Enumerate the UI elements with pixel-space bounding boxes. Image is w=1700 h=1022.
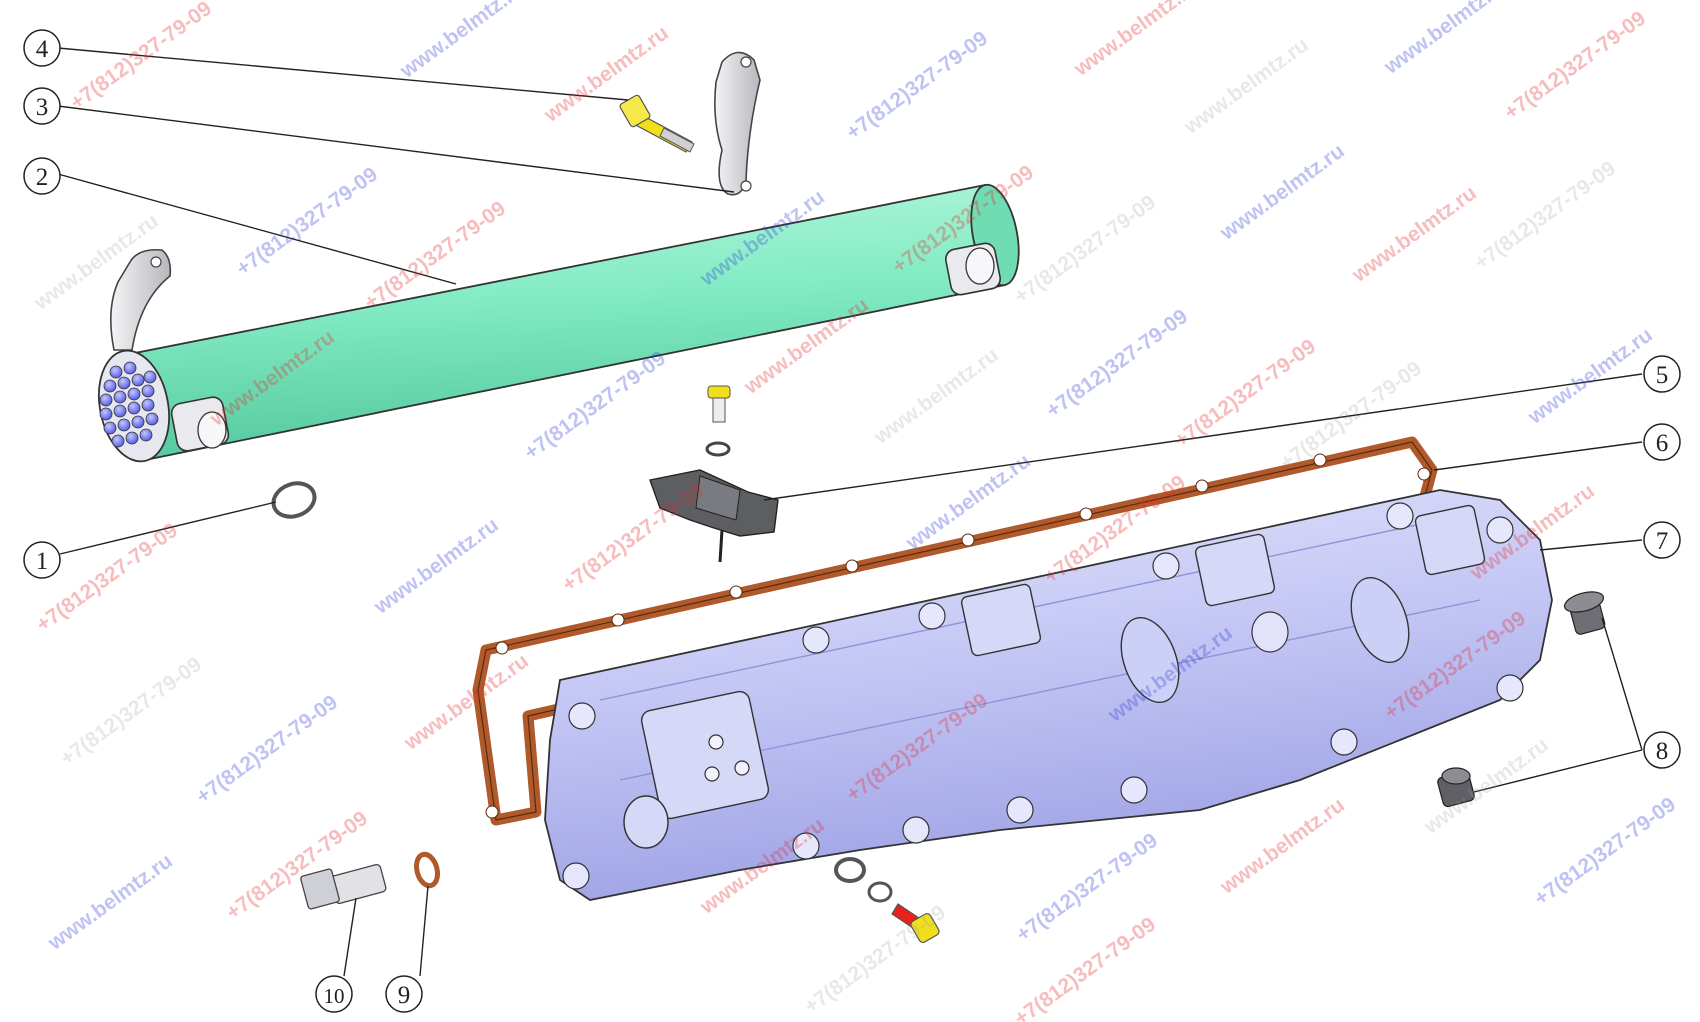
callout-7: 7 bbox=[1643, 521, 1681, 559]
callout-label: 1 bbox=[36, 548, 49, 575]
callout-1: 1 bbox=[23, 541, 61, 579]
o-ring bbox=[271, 481, 317, 519]
callout-9: 9 bbox=[385, 975, 423, 1013]
callout-10: 10 bbox=[315, 975, 353, 1013]
callout-5: 5 bbox=[1643, 355, 1681, 393]
callout-label: 5 bbox=[1656, 362, 1669, 389]
callout-label: 8 bbox=[1656, 738, 1669, 765]
callout-label: 7 bbox=[1656, 528, 1669, 555]
callout-3: 3 bbox=[23, 87, 61, 125]
callout-4: 4 bbox=[23, 29, 61, 67]
cooler-tube bbox=[98, 183, 1020, 463]
small-screw bbox=[705, 385, 731, 457]
callout-label: 4 bbox=[36, 36, 49, 63]
leader-lines bbox=[57, 47, 1643, 977]
bracket-lower bbox=[110, 248, 172, 351]
sealing-ring bbox=[413, 851, 441, 889]
intake-housing bbox=[544, 489, 1553, 901]
callout-8: 8 bbox=[1643, 731, 1681, 769]
callout-label: 6 bbox=[1656, 430, 1669, 457]
pressure-sensor bbox=[649, 469, 779, 563]
callout-label: 3 bbox=[36, 94, 49, 121]
callout-label: 10 bbox=[324, 984, 345, 1008]
plug-lower bbox=[1437, 767, 1475, 808]
callout-6: 6 bbox=[1643, 423, 1681, 461]
bolt-yellow-upper bbox=[619, 94, 695, 153]
washers bbox=[834, 857, 893, 903]
callout-label: 2 bbox=[36, 164, 49, 191]
bolt-red-lower bbox=[891, 903, 940, 944]
tube-core-cells bbox=[99, 361, 159, 448]
bracket-upper bbox=[714, 51, 761, 196]
callout-2: 2 bbox=[23, 157, 61, 195]
plug-upper bbox=[1563, 591, 1606, 635]
fitting bbox=[300, 863, 387, 910]
callout-label: 9 bbox=[398, 982, 411, 1009]
